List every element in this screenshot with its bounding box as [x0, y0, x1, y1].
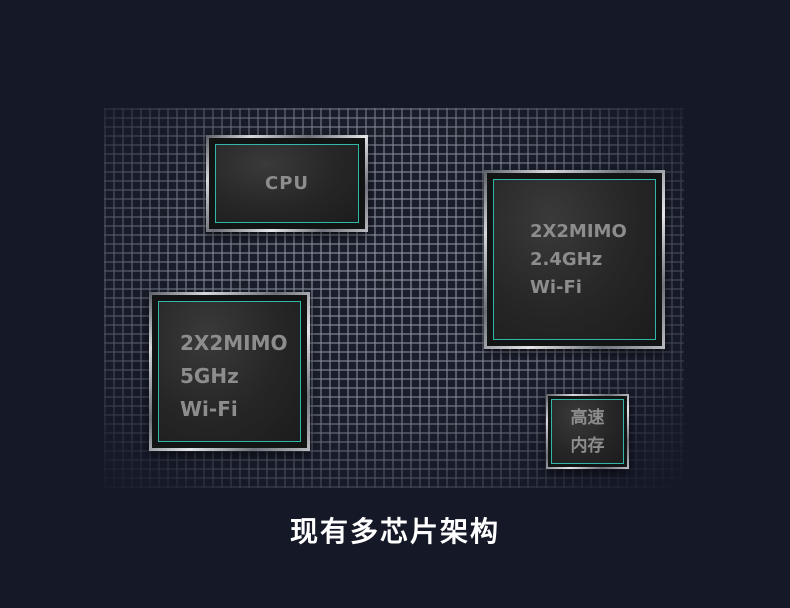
- wifi-2g-chip: 2X2MIMO 2.4GHz Wi-Fi: [484, 170, 665, 349]
- memory-label-line2: 内存: [570, 435, 605, 456]
- cpu-chip-body: CPU: [209, 138, 365, 229]
- wifi-5g-chip: 2X2MIMO 5GHz Wi-Fi: [149, 292, 310, 451]
- wifi-2g-mimo-label: 2X2MIMO: [530, 221, 627, 242]
- wifi-5g-chip-body: 2X2MIMO 5GHz Wi-Fi: [152, 295, 307, 448]
- wifi-2g-type-label: Wi-Fi: [530, 277, 582, 298]
- cpu-chip-label: CPU: [264, 173, 310, 194]
- memory-label-line1: 高速: [570, 407, 605, 428]
- memory-chip-die: 高速 内存: [551, 399, 624, 464]
- memory-chip-body: 高速 内存: [548, 396, 627, 467]
- wifi-5g-type-label: Wi-Fi: [180, 397, 238, 421]
- wifi-5g-mimo-label: 2X2MIMO: [180, 331, 288, 355]
- diagram-caption: 现有多芯片架构: [289, 515, 500, 548]
- wifi-5g-band-label: 5GHz: [180, 364, 239, 388]
- wifi-2g-chip-die: 2X2MIMO 2.4GHz Wi-Fi: [493, 179, 656, 340]
- cpu-chip-die: CPU: [215, 144, 359, 223]
- wifi-2g-band-label: 2.4GHz: [530, 249, 603, 270]
- wifi-5g-chip-die: 2X2MIMO 5GHz Wi-Fi: [158, 301, 301, 442]
- wifi-2g-chip-body: 2X2MIMO 2.4GHz Wi-Fi: [487, 173, 662, 346]
- memory-chip: 高速 内存: [546, 394, 629, 469]
- cpu-chip: CPU: [206, 135, 368, 232]
